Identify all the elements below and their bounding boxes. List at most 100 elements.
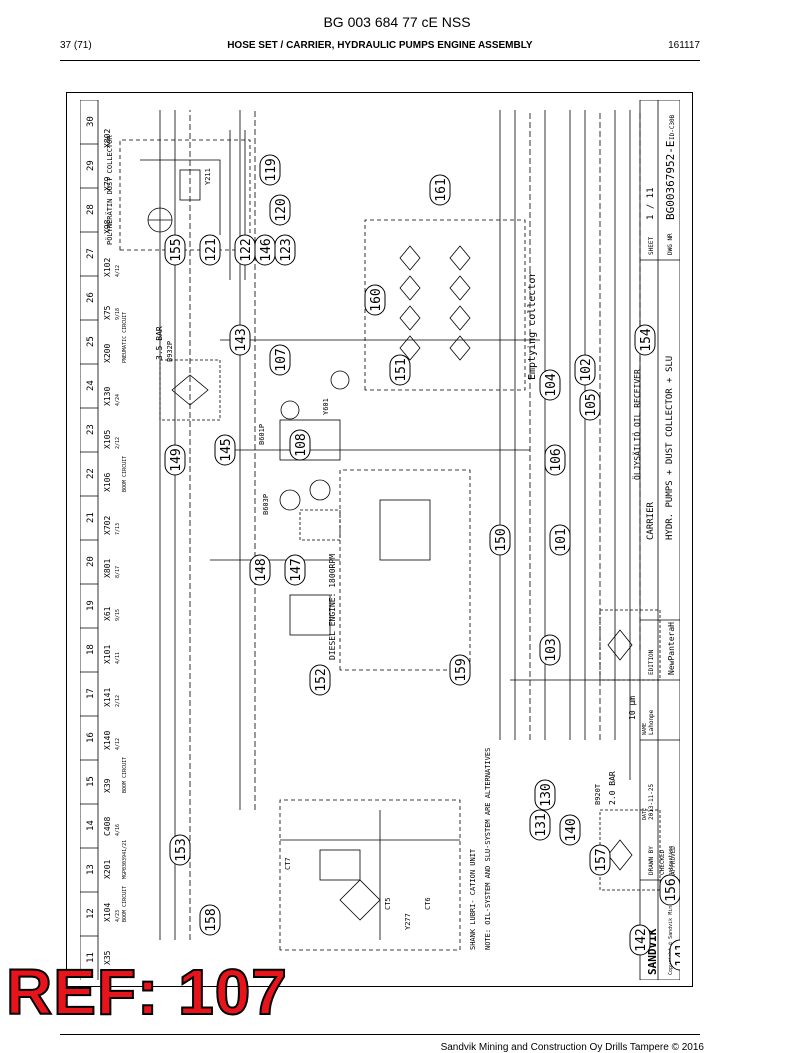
connector-label: X140 [103, 731, 112, 750]
callout-bubble: 145 [214, 434, 236, 466]
svg-text:151: 151 [394, 358, 409, 381]
svg-text:147: 147 [289, 558, 304, 581]
connector-label: X702 [103, 516, 112, 535]
header-date: 161117 [668, 40, 700, 51]
b932-label: B932P [166, 341, 174, 362]
svg-text:156: 156 [664, 878, 679, 901]
callout-bubble: 148 [249, 554, 271, 586]
connector-sub: BOOM CIRCUIT [122, 886, 128, 922]
callout-bubble: 120 [269, 194, 291, 226]
connector-label: X105 [103, 430, 112, 449]
title-block-drawn-date: 2013-11-25 [648, 783, 655, 820]
callout-bubble: 150 [489, 524, 511, 556]
b920-label: B920T [594, 783, 602, 805]
svg-text:103: 103 [544, 638, 559, 661]
callout-bubble: 140 [559, 814, 581, 846]
svg-text:106: 106 [549, 448, 564, 471]
b601-label: B601P [258, 424, 266, 445]
connector-code: 4/11 [115, 652, 121, 664]
title-block-edition: NewPanteraH [667, 622, 676, 675]
column-number: 29 [86, 160, 96, 171]
svg-text:153: 153 [174, 838, 189, 861]
callout-bubble: 107 [269, 344, 291, 376]
title-block-approved-label: APPROVED [670, 846, 677, 875]
callout-bubble: 161 [429, 174, 451, 206]
svg-text:152: 152 [314, 668, 329, 691]
page-number: 37 (71) [60, 40, 92, 51]
footer-rule [60, 1034, 700, 1035]
connector-sub: PNEUMATIC CIRCUIT [122, 312, 128, 363]
shank-lubrication-block [279, 799, 461, 951]
column-number: 16 [86, 732, 96, 743]
engine-label: DIESEL ENGINE: 1800RPM [328, 554, 337, 660]
column-number: 19 [86, 600, 96, 611]
connector-label: X141 [103, 688, 112, 707]
column-number: 23 [86, 424, 96, 435]
connector-code: 7/13 [115, 523, 121, 535]
copyright: Copyright © Sandvik Mining and Construct… [668, 846, 674, 975]
column-grid [79, 99, 99, 980]
y277-label: Y277 [404, 913, 412, 930]
connector-label: X104 [103, 903, 112, 922]
connector-code: 4/12 [115, 738, 121, 750]
svg-text:131: 131 [534, 813, 549, 836]
empty-collector-block [364, 219, 526, 391]
callout-bubble: 153 [169, 834, 191, 866]
callout-bubble: 122 [234, 234, 256, 266]
connector-code: 4/23 [115, 910, 121, 922]
callout-bubble: 141 [669, 939, 691, 971]
connector-code: 4/24 [115, 394, 121, 406]
svg-text:121: 121 [204, 238, 219, 261]
connector-label: X130 [103, 387, 112, 406]
svg-text:161: 161 [434, 178, 449, 201]
b603-label: B603P [262, 494, 270, 515]
connector-code: 9/15 [115, 609, 121, 621]
ct5-label: CT5 [384, 897, 392, 910]
callout-bubble: 101 [549, 524, 571, 556]
connector-label: X75 [103, 305, 112, 320]
connector-sub: BOOM CIRCUIT [122, 456, 128, 492]
callout-bubble: 103 [539, 634, 561, 666]
title-block-drawn-label: DRAWN BY [648, 846, 655, 875]
svg-text:141: 141 [674, 943, 680, 966]
callout-bubble: 147 [284, 554, 306, 586]
connector-code: 8/17 [115, 566, 121, 578]
column-number: 26 [86, 292, 96, 303]
column-number: 20 [86, 556, 96, 567]
connector-label: X801 [103, 559, 112, 578]
title-block-date-label: DATE [642, 808, 648, 820]
callout-bubble: 102 [574, 354, 596, 386]
empty-collector-label: Emptying collector [527, 272, 538, 380]
callout-bubble: 156 [659, 874, 681, 906]
connector-label: X35 [103, 950, 112, 965]
svg-text:143: 143 [234, 328, 249, 351]
svg-text:105: 105 [584, 393, 599, 416]
callout-bubble: 105 [579, 389, 601, 421]
callout-bubble: 155 [164, 234, 186, 266]
connector-label: X39 [103, 778, 112, 793]
callout-bubble: 121 [199, 234, 221, 266]
connector-code: 9/18 [115, 308, 121, 320]
callout-bubble: 131 [529, 809, 551, 841]
connector-label: X802 [103, 129, 112, 148]
title-block-dwg-label: DWG NR [667, 233, 674, 255]
page-title: HOSE SET / CARRIER, HYDRAULIC PUMPS ENGI… [227, 40, 533, 51]
column-number: 11 [86, 952, 96, 963]
svg-text:108: 108 [294, 433, 309, 456]
callout-bubble: 160 [364, 284, 386, 316]
svg-text:150: 150 [494, 528, 509, 551]
callout-bubble: 152 [309, 664, 331, 696]
filter-label: 10 µm [628, 696, 637, 720]
callout-bubble: 119 [259, 154, 281, 186]
document-id: BG 003 684 77 cE NSS [323, 14, 471, 30]
svg-text:159: 159 [454, 658, 469, 681]
connector-label: X201 [103, 860, 112, 879]
connector-sub: MGP0303941/21 [122, 840, 128, 879]
svg-text:120: 120 [274, 198, 289, 221]
title-block-title1: CARRIER [646, 501, 656, 540]
connector-label: X200 [103, 344, 112, 363]
connector-code: 2/12 [115, 437, 121, 449]
oil-receiver-label: ÖLJYSÄILIÖ OIL RECEIVER [632, 369, 642, 480]
